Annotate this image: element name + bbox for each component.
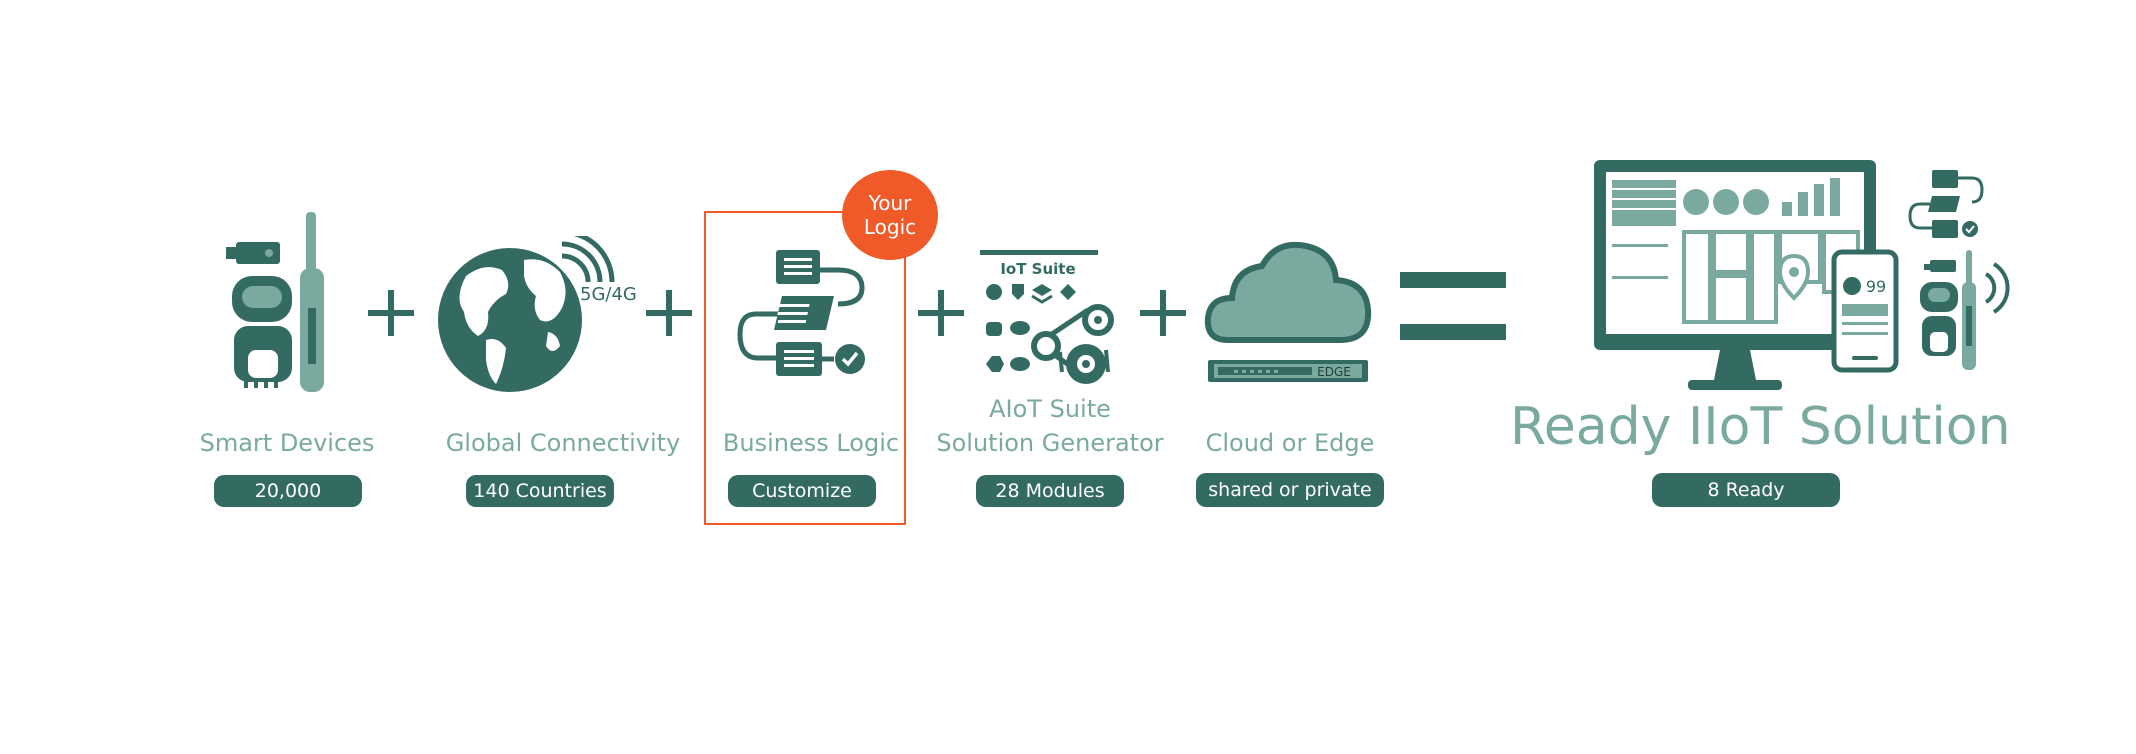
solution-generator-label: Solution Generator (936, 429, 1164, 457)
aiot-suite-label: AIoT Suite (989, 395, 1111, 423)
cloud-icon: EDGE (1204, 242, 1372, 382)
cloud-or-edge-badge: shared or private (1196, 473, 1384, 507)
smart-device-icon (226, 212, 324, 392)
smart-devices-label: Smart Devices (199, 429, 375, 457)
iot-suite-label: IoT Suite (1000, 260, 1075, 278)
equals-sign-bottom (1400, 324, 1506, 340)
bubble-line-2: Logic (863, 215, 917, 239)
phone-display-value: 99 (1866, 277, 1886, 296)
bubble-line-1: Your (868, 191, 912, 215)
equals-sign-top (1400, 272, 1506, 288)
plus-sign (646, 290, 692, 336)
globe-icon: 5G/4G (438, 236, 637, 392)
plus-sign (368, 290, 414, 336)
plus-sign (918, 290, 964, 336)
global-connectivity-badge: 140 Countries (466, 475, 614, 507)
ready-iiot-solution-title: Ready IIoT Solution (1510, 397, 2011, 457)
cloud-or-edge-label: Cloud or Edge (1205, 429, 1375, 457)
business-logic-badge: Customize (728, 475, 876, 507)
flowchart-icon (737, 250, 865, 376)
business-logic-label: Business Logic (722, 429, 900, 457)
ready-solution-badge: 8 Ready (1652, 473, 1840, 507)
aiot-suite-badge: 28 Modules (976, 475, 1124, 507)
plus-sign (1140, 290, 1186, 336)
edge-server-label: EDGE (1317, 365, 1351, 379)
dashboard-monitor-icon: 99 (1594, 160, 2010, 390)
smart-devices-badge: 20,000 (214, 475, 362, 507)
your-logic-highlight-box (704, 211, 906, 525)
global-connectivity-label: Global Connectivity (445, 429, 681, 457)
network-type-label: 5G/4G (580, 284, 637, 305)
module-grid-icon: IoT Suite (980, 250, 1114, 384)
